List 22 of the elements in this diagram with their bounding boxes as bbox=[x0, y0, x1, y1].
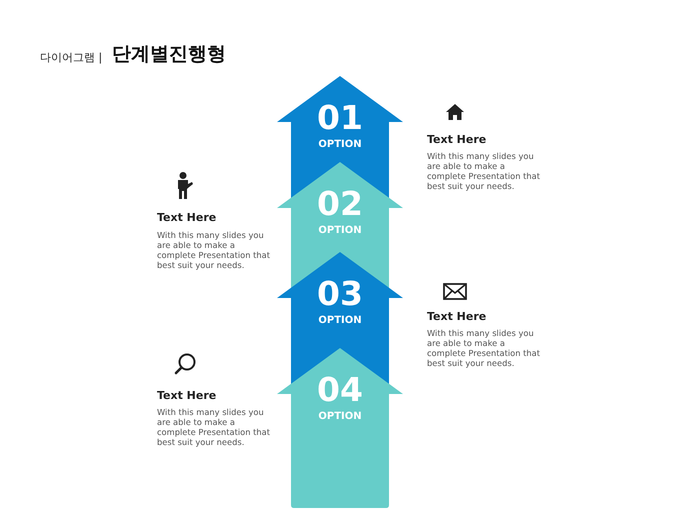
step-label: OPTION bbox=[317, 225, 363, 237]
step-label: OPTION bbox=[317, 139, 363, 151]
heading: Text Here bbox=[427, 310, 486, 323]
step-label: OPTION bbox=[317, 315, 363, 327]
description: With this many slides you are able to make a complete Presentation that best suit your needs. bbox=[427, 328, 541, 368]
description: With this many slides you are able to make a complete Presentation that best suit your needs. bbox=[157, 230, 271, 270]
arrow-shape bbox=[277, 348, 403, 508]
subtitle: 다이어그램 | bbox=[40, 50, 102, 65]
description: With this many slides you are able to make a complete Presentation that best suit your needs. bbox=[427, 151, 541, 191]
heading: Text Here bbox=[427, 133, 486, 146]
step-label: OPTION bbox=[317, 411, 363, 423]
step-number: 04 bbox=[316, 372, 364, 408]
step-number: 01 bbox=[316, 100, 364, 136]
title: 단계별진행형 bbox=[112, 42, 226, 67]
heading: Text Here bbox=[157, 389, 216, 402]
arrow-shape bbox=[277, 252, 403, 348]
description: With this many slides you are able to make a complete Presentation that best suit your needs. bbox=[157, 407, 271, 447]
step-number: 02 bbox=[316, 186, 364, 222]
heading: Text Here bbox=[157, 211, 216, 224]
arrow-shape bbox=[277, 76, 403, 162]
arrow-shape bbox=[277, 162, 403, 252]
step-number: 03 bbox=[316, 276, 364, 312]
